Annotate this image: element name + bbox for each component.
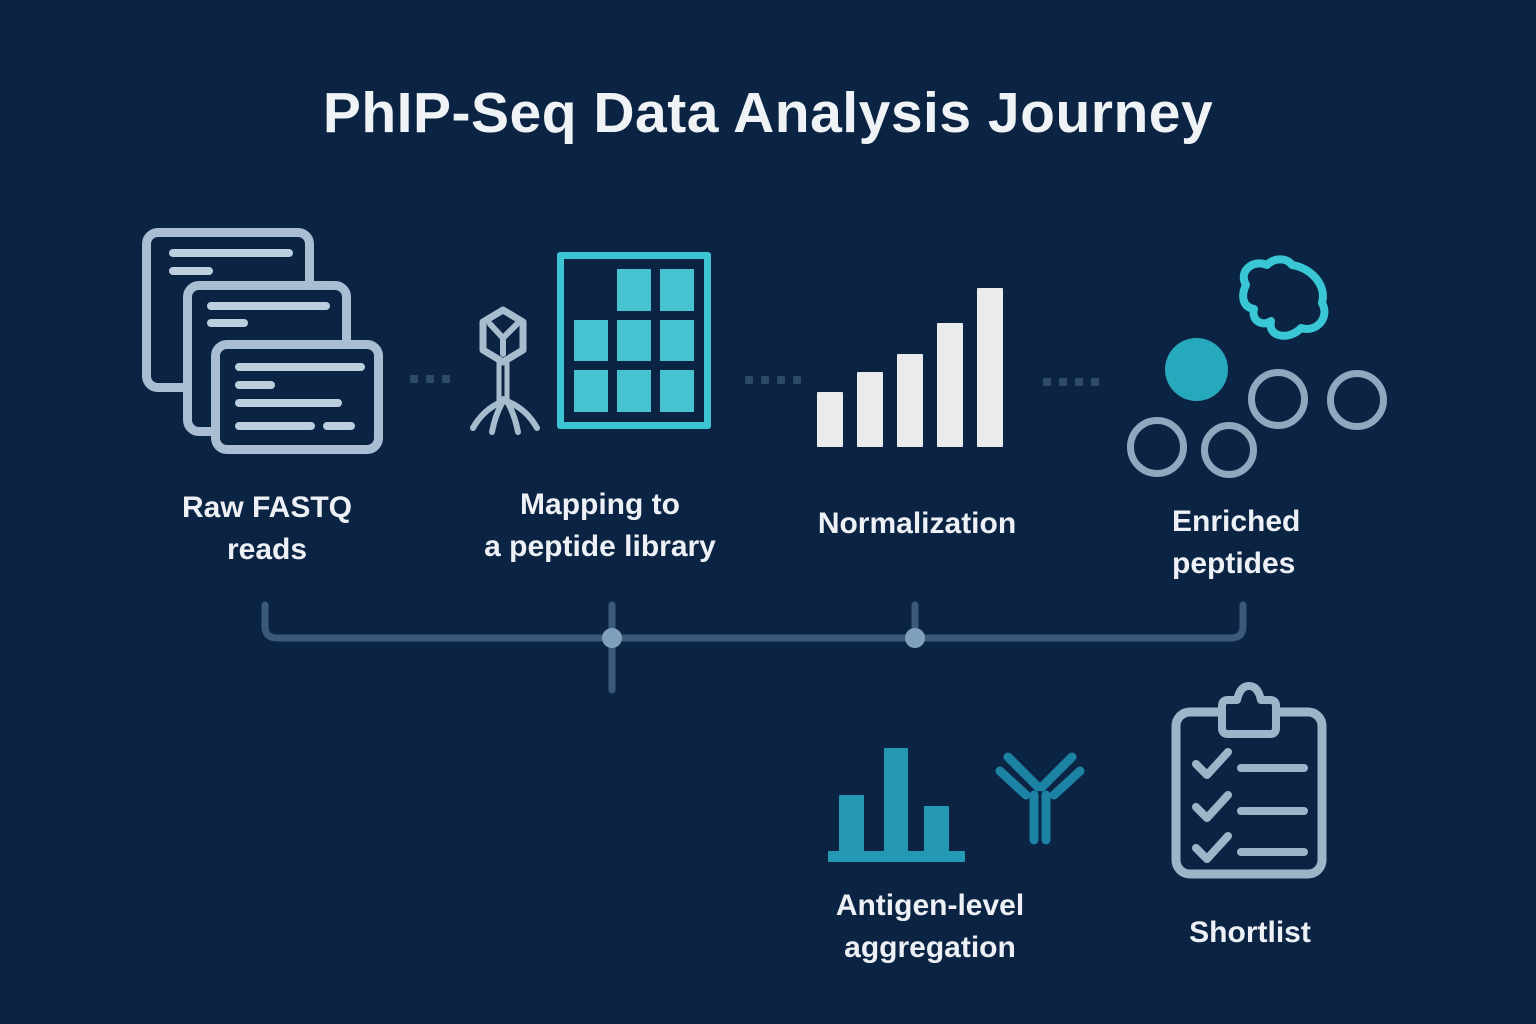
dotted-separator-2 — [745, 376, 801, 384]
dotted-separator-1 — [410, 375, 450, 383]
flow-connector — [261, 601, 1247, 694]
chart-baseline — [828, 851, 965, 862]
peptide-circle — [1248, 369, 1308, 429]
checkmark-icon — [1192, 791, 1232, 822]
step-label-enriched-peptides: Enriched peptides — [1172, 505, 1301, 580]
step-label-raw-fastq: Raw FASTQ reads — [181, 491, 353, 566]
step-label-mapping: Mapping to a peptide library — [484, 488, 716, 563]
phage-icon — [470, 306, 540, 435]
dotted-separator-3 — [1043, 378, 1099, 386]
connector-node — [905, 628, 925, 648]
step-label-normalization: Normalization — [817, 507, 1017, 540]
checkmark-icon — [1192, 748, 1232, 779]
clipboard-checklist-icon — [1171, 682, 1327, 879]
ascending-bars-icon — [817, 288, 1003, 447]
antibody-icon — [995, 752, 1085, 845]
peptide-blob-icon — [1239, 255, 1329, 340]
step-label-shortlist: Shortlist — [1189, 916, 1311, 949]
clipboard-clip — [1218, 682, 1280, 738]
peptide-grid-icon — [557, 252, 711, 429]
document-card-front — [211, 340, 383, 454]
page-title: PhIP-Seq Data Analysis Journey — [322, 81, 1214, 145]
peptide-circle — [1327, 370, 1387, 430]
step-label-antigen-aggregation: Antigen-level aggregation — [835, 889, 1025, 964]
connector-node — [602, 628, 622, 648]
checkmark-icon — [1192, 832, 1232, 863]
peptide-circle — [1127, 417, 1187, 477]
peptide-circle — [1201, 422, 1257, 478]
filled-peptide-circle — [1165, 338, 1228, 401]
